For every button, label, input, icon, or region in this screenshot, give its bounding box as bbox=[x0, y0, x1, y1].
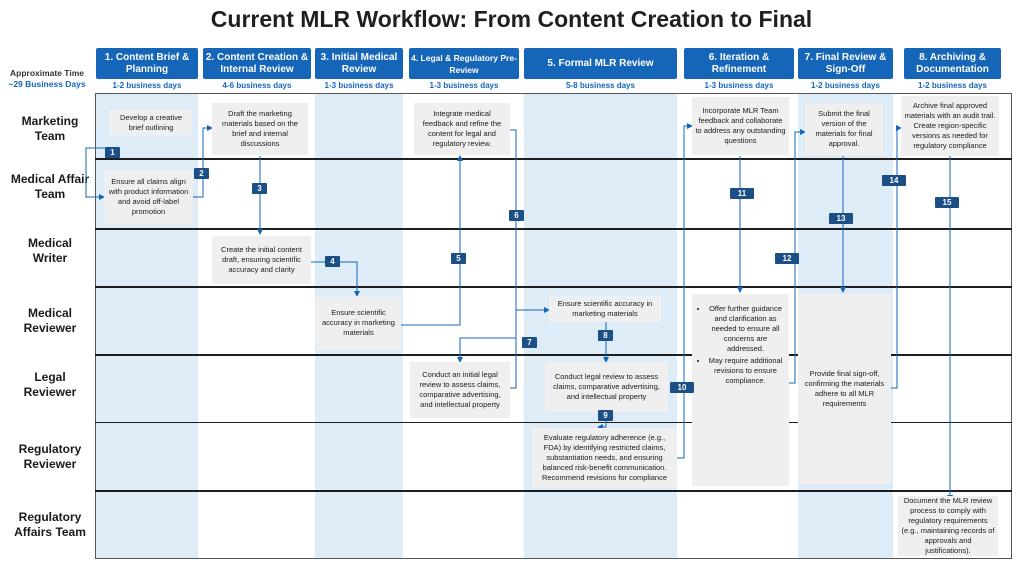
step-badge-2: 2 bbox=[194, 168, 209, 179]
phase-duration-6: 1-3 business days bbox=[704, 81, 774, 90]
step-badge-9: 9 bbox=[598, 410, 613, 421]
flow-arrow-2 bbox=[193, 125, 213, 198]
lane-label-regulatory-affairs-team: Regulatory Affairs Team bbox=[14, 510, 86, 539]
step-badge-13: 13 bbox=[829, 213, 853, 224]
flow-arrow-5 bbox=[401, 155, 463, 326]
step-badge-14: 14 bbox=[882, 175, 906, 186]
page-title: Current MLR Workflow: From Content Creat… bbox=[210, 6, 813, 32]
phase-duration-2: 4-6 business days bbox=[222, 81, 292, 90]
task-box-integrate-feedback: Integrate medical feedback and refine th… bbox=[414, 103, 510, 155]
flow-arrow-7 bbox=[510, 307, 550, 389]
lane-label-legal-reviewer: Legal Reviewer bbox=[23, 370, 77, 399]
phase-duration-8: 1-2 business days bbox=[918, 81, 987, 90]
phase-header-8: 8. Archiving & Documentation bbox=[904, 48, 1001, 79]
phase-header-1: 1. Content Brief & Planning bbox=[96, 48, 198, 79]
approximate-time-total: ~29 Business Days bbox=[8, 79, 86, 89]
phase-duration-1: 1-2 business days bbox=[112, 81, 182, 90]
step-badge-3: 3 bbox=[252, 183, 267, 194]
lane-divider bbox=[95, 286, 1012, 288]
approximate-time-heading: Approximate Time bbox=[9, 68, 84, 78]
lane-label-medical-reviewer: Medical Reviewer bbox=[23, 306, 77, 335]
task-box-initial-medical-review: Ensure scientific accuracy in marketing … bbox=[316, 296, 401, 350]
task-box-initial-draft: Create the initial content draft, ensuri… bbox=[212, 236, 311, 284]
flow-arrow-10 bbox=[677, 123, 693, 459]
phase-header-2: 2. Content Creation & Internal Review bbox=[203, 48, 311, 79]
task-box-creative-brief: Develop a creative brief outlining bbox=[110, 110, 192, 136]
step-badge-10: 10 bbox=[670, 382, 694, 393]
guidance-bullet: Offer further guidance and clarification… bbox=[708, 304, 783, 354]
approximate-time-label: Approximate Time ~29 Business Days bbox=[4, 68, 90, 90]
step-badge-11: 11 bbox=[730, 188, 754, 199]
task-box-final-sign-off: Provide final sign-off, confirming the m… bbox=[798, 294, 891, 484]
phase-header-6: 6. Iteration & Refinement bbox=[684, 48, 794, 79]
swimlane-frame bbox=[95, 93, 1012, 559]
phase-header-4: 4. Legal & Regulatory Pre-Review bbox=[409, 48, 519, 79]
flow-arrow-6 bbox=[457, 129, 517, 363]
lane-divider bbox=[95, 354, 1012, 356]
step-badge-6: 6 bbox=[509, 210, 524, 221]
step-badge-4: 4 bbox=[325, 256, 340, 267]
step-badge-1: 1 bbox=[105, 147, 120, 158]
phase-header-7: 7. Final Review & Sign-Off bbox=[798, 48, 893, 79]
lane-label-medical-writer: Medical Writer bbox=[27, 236, 72, 265]
step-badge-5: 5 bbox=[451, 253, 466, 264]
flow-arrow-4 bbox=[311, 261, 360, 297]
flow-arrow-1 bbox=[85, 147, 110, 200]
task-box-further-guidance: Offer further guidance and clarification… bbox=[692, 294, 789, 486]
phase-header-5: 5. Formal MLR Review bbox=[524, 48, 677, 79]
lane-divider bbox=[95, 490, 1012, 492]
phase-duration-5: 5-8 business days bbox=[566, 81, 635, 90]
step-badge-12: 12 bbox=[775, 253, 799, 264]
lane-label-regulatory-reviewer: Regulatory Reviewer bbox=[18, 442, 82, 471]
task-box-submit-final: Submit the final version of the material… bbox=[805, 103, 883, 155]
lane-divider bbox=[95, 228, 1012, 230]
task-box-regulatory-review: Evaluate regulatory adherence (e.g., FDA… bbox=[532, 428, 677, 488]
step-badge-15: 15 bbox=[935, 197, 959, 208]
task-box-claims-alignment: Ensure all claims align with product inf… bbox=[104, 170, 193, 224]
task-box-draft-materials: Draft the marketing materials based on t… bbox=[212, 103, 308, 155]
task-box-formal-legal-review: Conduct legal review to assess claims, c… bbox=[545, 362, 668, 412]
task-box-incorporate-feedback: Incorporate MLR Team feedback and collab… bbox=[692, 97, 789, 155]
guidance-bullet: May require additional revisions to ensu… bbox=[708, 356, 783, 386]
task-box-formal-medical-review: Ensure scientific accuracy in marketing … bbox=[549, 296, 661, 322]
guidance-bullet-list: Offer further guidance and clarification… bbox=[698, 304, 783, 386]
lane-label-medical-affair-team: Medical Affair Team bbox=[10, 172, 90, 201]
task-box-documentation: Document the MLR review process to compl… bbox=[898, 496, 998, 556]
task-box-archive: Archive final approved materials with an… bbox=[901, 96, 999, 156]
task-box-initial-legal-review: Conduct an initial legal review to asses… bbox=[410, 362, 510, 418]
phase-duration-4: 1-3 business days bbox=[429, 81, 499, 90]
phase-duration-3: 1-3 business days bbox=[324, 81, 394, 90]
step-badge-8: 8 bbox=[598, 330, 613, 341]
flow-arrow-14 bbox=[891, 125, 902, 389]
lane-divider bbox=[95, 158, 1012, 160]
phase-header-3: 3. Initial Medical Review bbox=[315, 48, 403, 79]
lane-label-marketing-team: Marketing Team bbox=[21, 114, 79, 143]
lane-divider bbox=[95, 422, 1012, 423]
phase-duration-7: 1-2 business days bbox=[811, 81, 880, 90]
step-badge-7: 7 bbox=[522, 337, 537, 348]
